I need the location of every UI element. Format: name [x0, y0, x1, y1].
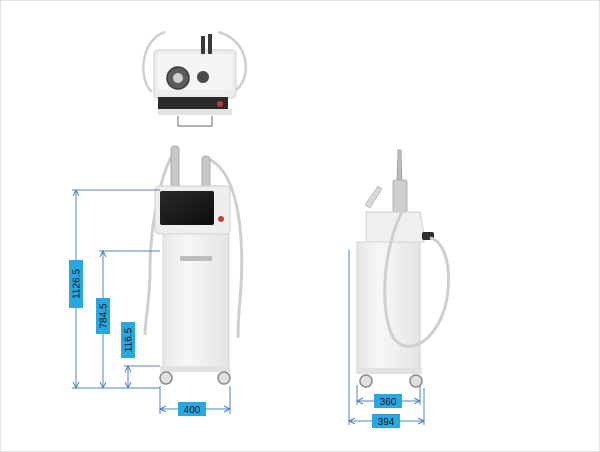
top-view-device: [142, 30, 248, 127]
dim-label-height-base-text: 116.5: [124, 327, 135, 352]
dim-label-height-panel-text: 784.5: [99, 303, 110, 328]
dim-label-depth-total-text: 394: [378, 417, 395, 428]
dim-label-width-front-text: 400: [184, 405, 201, 416]
dim-label-depth-body-text: 360: [380, 397, 397, 408]
dim-label-width-front: 400: [178, 402, 206, 416]
dim-label-height-base: 116.5: [121, 322, 135, 358]
dim-label-height-total-text: 1126.5: [72, 269, 83, 299]
side-view-device: [356, 149, 450, 388]
dim-label-depth-body: 360: [374, 394, 402, 408]
dim-label-height-panel: 784.5: [96, 298, 110, 334]
front-view-device: [143, 145, 244, 385]
dim-label-depth-total: 394: [372, 414, 400, 428]
dim-label-height-total: 1126.5: [69, 260, 83, 308]
dimension-lines: [72, 188, 426, 425]
